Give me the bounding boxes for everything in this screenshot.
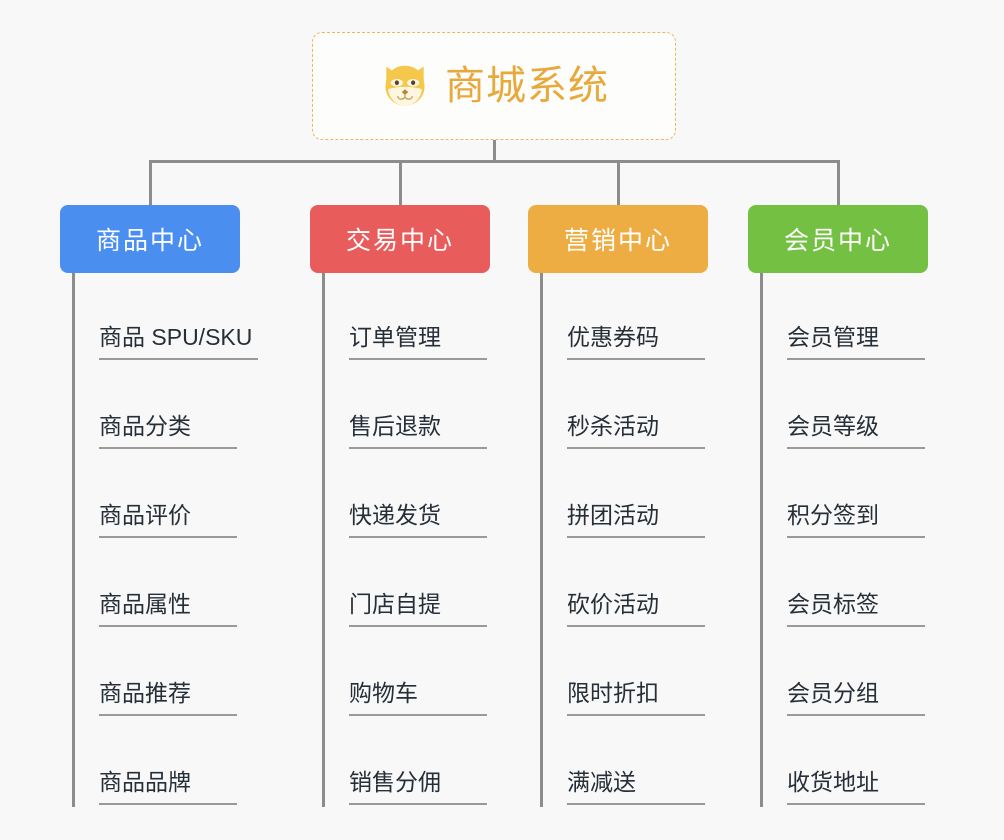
leaf-list-product: 商品 SPU/SKU 商品分类 商品评价 商品属性 商品推荐 商品品牌 <box>72 273 259 807</box>
leaf-item[interactable]: 购物车 <box>325 629 490 718</box>
leaf-item[interactable]: 商品属性 <box>75 540 258 629</box>
branch-header-trade[interactable]: 交易中心 <box>310 205 490 273</box>
leaf-label: 购物车 <box>349 679 487 716</box>
leaf-item[interactable]: 收货地址 <box>763 718 928 807</box>
leaf-label: 满减送 <box>567 768 705 805</box>
leaf-list-trade: 订单管理 售后退款 快递发货 门店自提 购物车 销售分佣 <box>322 273 490 807</box>
leaf-label: 会员管理 <box>787 323 925 360</box>
leaf-item[interactable]: 商品分类 <box>75 362 258 451</box>
leaf-item[interactable]: 会员等级 <box>763 362 928 451</box>
branch-product: 商品中心 商品 SPU/SKU 商品分类 商品评价 商品属性 商品推荐 商品品牌 <box>60 205 259 807</box>
leaf-item[interactable]: 拼团活动 <box>543 451 708 540</box>
leaf-item[interactable]: 限时折扣 <box>543 629 708 718</box>
leaf-list-member: 会员管理 会员等级 积分签到 会员标签 会员分组 收货地址 <box>760 273 928 807</box>
branch-member: 会员中心 会员管理 会员等级 积分签到 会员标签 会员分组 收货地址 <box>748 205 928 807</box>
leaf-item[interactable]: 商品品牌 <box>75 718 258 807</box>
connector-drop-trade <box>399 160 402 208</box>
leaf-item[interactable]: 会员标签 <box>763 540 928 629</box>
shiba-dog-face-icon <box>385 65 425 106</box>
leaf-item[interactable]: 售后退款 <box>325 362 490 451</box>
leaf-label: 砍价活动 <box>567 590 705 627</box>
branch-header-label: 交易中心 <box>345 227 454 255</box>
connector-drop-market <box>617 160 620 208</box>
leaf-item[interactable]: 快递发货 <box>325 451 490 540</box>
branch-market: 营销中心 优惠券码 秒杀活动 拼团活动 砍价活动 限时折扣 满减送 <box>528 205 708 807</box>
root-node[interactable]: 商城系统 <box>312 32 676 140</box>
leaf-label: 门店自提 <box>349 590 487 627</box>
leaf-label: 积分签到 <box>787 501 925 538</box>
leaf-label: 收货地址 <box>787 768 925 805</box>
branch-header-label: 会员中心 <box>783 227 892 255</box>
leaf-item[interactable]: 砍价活动 <box>543 540 708 629</box>
leaf-label: 商品品牌 <box>99 768 237 805</box>
leaf-label: 商品推荐 <box>99 679 237 716</box>
leaf-label: 拼团活动 <box>567 501 705 538</box>
leaf-label: 商品分类 <box>99 412 237 449</box>
leaf-label: 秒杀活动 <box>567 412 705 449</box>
branch-header-label: 商品中心 <box>95 227 204 255</box>
leaf-item[interactable]: 商品推荐 <box>75 629 258 718</box>
connector-drop-member <box>837 160 840 208</box>
leaf-label: 销售分佣 <box>349 768 487 805</box>
leaf-item[interactable]: 积分签到 <box>763 451 928 540</box>
root-title: 商城系统 <box>445 64 609 108</box>
connector-root-stem <box>493 140 496 162</box>
connector-horizontal-bus <box>149 160 840 163</box>
leaf-item[interactable]: 商品评价 <box>75 451 258 540</box>
branch-header-product[interactable]: 商品中心 <box>60 205 240 273</box>
leaf-label: 限时折扣 <box>567 679 705 716</box>
branch-header-label: 营销中心 <box>563 227 672 255</box>
leaf-item[interactable]: 会员管理 <box>763 273 928 362</box>
leaf-item[interactable]: 销售分佣 <box>325 718 490 807</box>
leaf-item[interactable]: 优惠券码 <box>543 273 708 362</box>
branch-trade: 交易中心 订单管理 售后退款 快递发货 门店自提 购物车 销售分佣 <box>310 205 490 807</box>
leaf-label: 商品属性 <box>99 590 237 627</box>
connector-drop-product <box>149 160 152 208</box>
branch-header-member[interactable]: 会员中心 <box>748 205 928 273</box>
leaf-item[interactable]: 门店自提 <box>325 540 490 629</box>
leaf-label: 订单管理 <box>349 323 487 360</box>
leaf-item[interactable]: 会员分组 <box>763 629 928 718</box>
leaf-item[interactable]: 订单管理 <box>325 273 490 362</box>
leaf-label: 优惠券码 <box>567 323 705 360</box>
leaf-item[interactable]: 秒杀活动 <box>543 362 708 451</box>
leaf-item[interactable]: 商品 SPU/SKU <box>75 273 259 362</box>
leaf-label: 会员标签 <box>787 590 925 627</box>
leaf-label: 快递发货 <box>349 501 487 538</box>
leaf-label: 会员分组 <box>787 679 925 716</box>
leaf-label: 会员等级 <box>787 412 925 449</box>
leaf-list-market: 优惠券码 秒杀活动 拼团活动 砍价活动 限时折扣 满减送 <box>540 273 708 807</box>
leaf-label: 商品评价 <box>99 501 237 538</box>
leaf-item[interactable]: 满减送 <box>543 718 708 807</box>
leaf-label: 售后退款 <box>349 412 487 449</box>
leaf-label: 商品 SPU/SKU <box>99 323 259 360</box>
branch-header-market[interactable]: 营销中心 <box>528 205 708 273</box>
